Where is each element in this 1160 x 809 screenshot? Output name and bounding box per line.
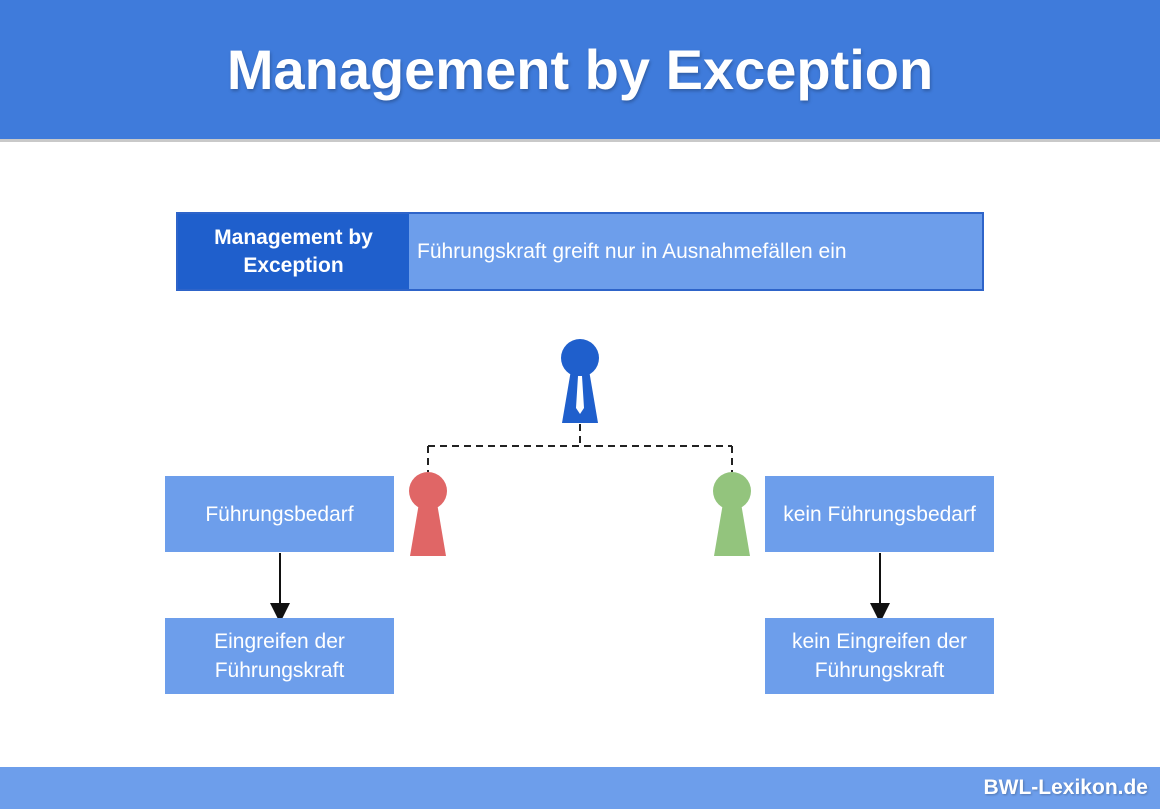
hierarchy-connector xyxy=(427,424,733,472)
definition-term: Management by Exception xyxy=(178,214,409,289)
brand-label: BWL-Lexikon.de xyxy=(983,776,1148,799)
right-employee-person-icon xyxy=(713,472,751,556)
definition-box: Management by Exception Führungskraft gr… xyxy=(176,212,984,291)
left-result-box: Eingreifen der Führungskraft xyxy=(165,618,394,694)
right-condition-box: kein Führungsbedarf xyxy=(765,476,994,552)
left-employee-person-icon xyxy=(409,472,447,556)
page-title: Management by Exception xyxy=(226,38,934,101)
manager-person-icon xyxy=(561,339,599,423)
header-banner: Management by Exception xyxy=(0,0,1160,142)
right-result-box: kein Eingreifen der Führungskraft xyxy=(765,618,994,694)
footer-bar: BWL-Lexikon.de xyxy=(0,767,1160,809)
definition-description: Führungskraft greift nur in Ausnahmefäll… xyxy=(409,214,982,289)
left-condition-box: Führungsbedarf xyxy=(165,476,394,552)
tie-icon xyxy=(576,376,584,414)
